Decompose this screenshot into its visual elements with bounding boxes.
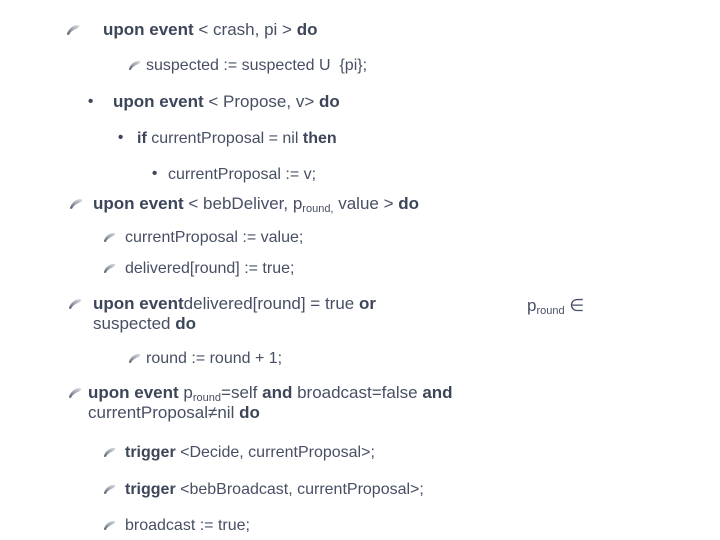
code-row: upon event pround=self and broadcast=fal…	[68, 383, 453, 404]
code-keyword: if	[137, 130, 152, 147]
code-text: currentProposal = nil	[151, 130, 303, 147]
code-text: broadcast=false	[292, 383, 423, 402]
code-keyword: upon event	[103, 20, 199, 39]
code-keyword: and	[422, 383, 453, 402]
comma-swoosh-bullet-icon	[128, 352, 146, 364]
code-line: upon event pround=self and broadcast=fal…	[68, 383, 453, 423]
code-keyword: upon event	[93, 194, 189, 213]
comma-swoosh-bullet-icon	[68, 386, 88, 399]
comma-swoosh-bullet-icon	[66, 23, 103, 36]
code-line: upon event < bebDeliver, pround, value >…	[69, 194, 420, 215]
code-line: delivered[round] := true;	[103, 259, 294, 278]
code-keyword: trigger	[125, 444, 181, 461]
code-keyword: upon event	[88, 383, 184, 402]
code-subscript: round,	[302, 203, 334, 215]
code-subscript: round	[192, 392, 222, 404]
round-dot-bullet-icon: •	[88, 93, 94, 110]
code-text: <Decide, currentProposal>;	[180, 444, 375, 461]
code-text: round := round + 1;	[146, 350, 283, 367]
code-text: <bebBroadcast, currentProposal>;	[180, 481, 424, 498]
comma-swoosh-bullet-icon	[103, 519, 125, 531]
comma-swoosh-bullet-icon	[69, 197, 93, 210]
code-text: delivered[round] = true	[183, 294, 359, 313]
code-keyword: do	[239, 403, 260, 422]
code-text: p	[183, 383, 193, 402]
code-keyword: upon event	[113, 92, 209, 111]
code-text: delivered[round] := true;	[125, 260, 295, 277]
code-keyword: do	[175, 314, 197, 333]
code-row: suspected do	[93, 314, 376, 334]
code-text: currentProposal := v;	[168, 166, 317, 183]
code-text: currentProposal≠nil	[88, 403, 240, 422]
code-keyword: upon event	[93, 294, 184, 313]
code-line: upon eventdelivered[round] = true or sus…	[68, 294, 376, 334]
code-line: trigger <Decide, currentProposal>;	[103, 443, 375, 462]
code-line: upon event < crash, pi > do	[66, 20, 317, 40]
code-line: suspected := suspected U {pi};	[128, 56, 367, 75]
code-line: broadcast := true;	[103, 516, 250, 535]
code-line: trigger <bebBroadcast, currentProposal>;	[103, 480, 424, 499]
code-text: value >	[333, 194, 399, 213]
code-subscript: round	[536, 305, 565, 317]
element-of-symbol: ∈	[564, 296, 585, 315]
code-keyword: do	[296, 20, 318, 39]
code-line: round := round + 1;	[128, 349, 282, 368]
round-dot-bullet-icon: •	[118, 129, 124, 146]
code-text: < Propose, v>	[208, 92, 319, 111]
code-line: • currentProposal := v;	[152, 164, 316, 184]
code-line: • if currentProposal = nil then	[118, 128, 337, 148]
comma-swoosh-bullet-icon	[103, 446, 125, 458]
code-fragment: pround ∈	[527, 296, 585, 317]
comma-swoosh-bullet-icon	[103, 231, 125, 243]
code-text: suspected := suspected U {pi};	[146, 57, 368, 74]
code-text: < crash, pi >	[198, 20, 297, 39]
comma-swoosh-bullet-icon	[103, 262, 125, 274]
code-keyword: trigger	[125, 481, 181, 498]
code-text: =self	[221, 383, 263, 402]
code-row: upon eventdelivered[round] = true or	[68, 294, 376, 314]
code-text: broadcast := true;	[125, 517, 250, 534]
code-keyword: and	[262, 383, 293, 402]
comma-swoosh-bullet-icon	[128, 59, 146, 71]
round-dot-bullet-icon: •	[152, 165, 158, 182]
code-keyword: do	[398, 194, 420, 213]
code-keyword: or	[358, 294, 376, 313]
code-row: currentProposal≠nil do	[88, 403, 453, 423]
code-line: currentProposal := value;	[103, 228, 303, 247]
comma-swoosh-bullet-icon	[103, 483, 125, 495]
code-text: p	[527, 296, 537, 315]
code-text: currentProposal := value;	[125, 229, 304, 246]
code-text: < bebDeliver, p	[188, 194, 303, 213]
code-keyword: do	[318, 92, 340, 111]
comma-swoosh-bullet-icon	[68, 297, 93, 310]
code-line: • upon event < Propose, v> do	[88, 92, 340, 112]
code-keyword: then	[302, 130, 337, 147]
code-text: suspected	[93, 314, 176, 333]
